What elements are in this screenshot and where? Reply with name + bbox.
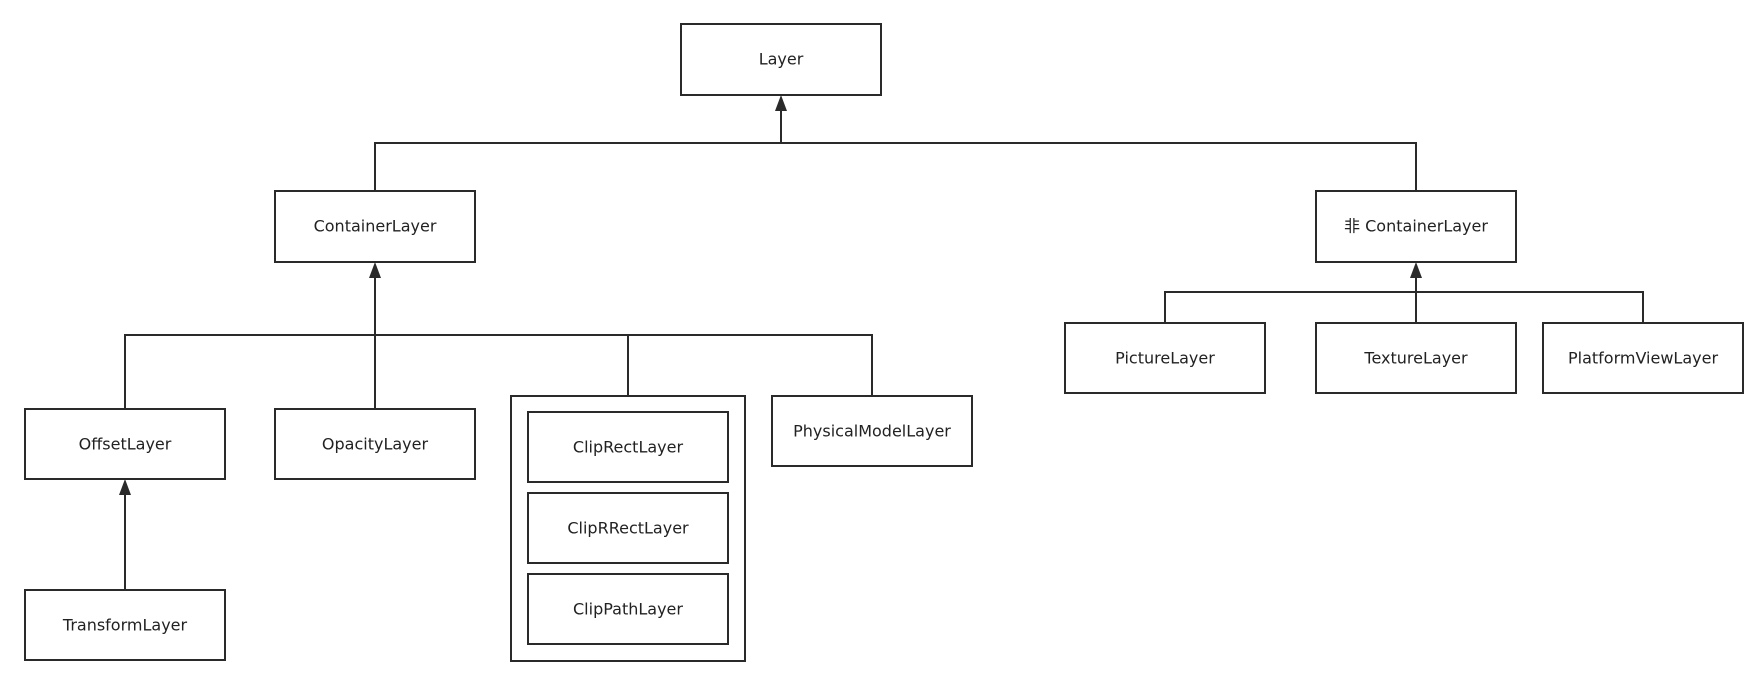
edge-picture-to-noncontainer xyxy=(1164,278,1417,323)
node-platform-view-layer: PlatformViewLayer xyxy=(1542,322,1744,394)
node-texture-layer-label: TextureLayer xyxy=(1363,349,1468,368)
node-transform-layer-label: TransformLayer xyxy=(62,616,188,635)
node-non-container-layer: 非 ContainerLayer xyxy=(1315,190,1517,263)
node-physical-model-layer-label: PhysicalModelLayer xyxy=(793,422,951,441)
node-texture-layer: TextureLayer xyxy=(1315,322,1517,394)
node-picture-layer: PictureLayer xyxy=(1064,322,1266,394)
node-picture-layer-label: PictureLayer xyxy=(1115,349,1215,368)
node-physical-model-layer: PhysicalModelLayer xyxy=(771,395,973,467)
node-opacity-layer-label: OpacityLayer xyxy=(322,435,429,454)
node-layer-label: Layer xyxy=(759,50,804,69)
node-container-layer: ContainerLayer xyxy=(274,190,476,263)
edge-physical-to-container xyxy=(628,334,873,396)
arrowhead-layer xyxy=(775,95,787,111)
node-platform-view-layer-label: PlatformViewLayer xyxy=(1568,349,1718,368)
arrowhead-container-layer xyxy=(369,262,381,278)
node-clip-rrect-layer-label: ClipRRectLayer xyxy=(567,519,689,538)
node-opacity-layer: OpacityLayer xyxy=(274,408,476,480)
node-clip-rect-layer-label: ClipRectLayer xyxy=(573,438,684,457)
edge-container-to-layer xyxy=(374,111,782,191)
node-non-container-layer-label: 非 ContainerLayer xyxy=(1344,217,1488,236)
node-transform-layer: TransformLayer xyxy=(24,589,226,661)
edge-offset-to-container xyxy=(124,278,376,409)
edge-noncontainer-to-layer xyxy=(781,142,1417,191)
node-clip-path-layer-label: ClipPathLayer xyxy=(573,600,683,619)
arrowhead-offset-layer xyxy=(119,479,131,495)
arrowhead-noncontainer-layer xyxy=(1410,262,1422,278)
node-clip-rrect-layer: ClipRRectLayer xyxy=(527,492,729,564)
node-offset-layer-label: OffsetLayer xyxy=(79,435,172,454)
node-offset-layer: OffsetLayer xyxy=(24,408,226,480)
edge-clipgroup-to-container xyxy=(375,334,629,396)
clip-layer-group: ClipRectLayer ClipRRectLayer ClipPathLay… xyxy=(510,395,746,662)
node-clip-path-layer: ClipPathLayer xyxy=(527,573,729,645)
edges xyxy=(119,95,1644,590)
edge-platform-to-noncontainer xyxy=(1416,291,1644,323)
node-clip-rect-layer: ClipRectLayer xyxy=(527,411,729,483)
node-layer: Layer xyxy=(680,23,882,96)
node-container-layer-label: ContainerLayer xyxy=(314,217,437,236)
